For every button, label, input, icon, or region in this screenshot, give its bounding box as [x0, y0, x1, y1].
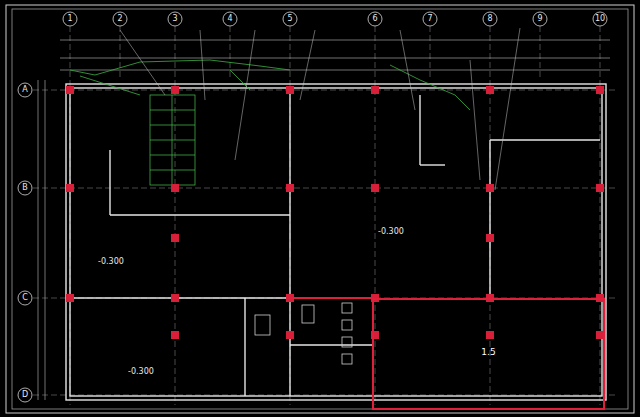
axis-label: 4 [227, 15, 232, 23]
axis-label: A [22, 86, 27, 94]
axis-label: D [22, 391, 28, 399]
axis-label: C [22, 294, 28, 302]
axis-label: 5 [287, 15, 292, 23]
level-mark: -0.300 [377, 228, 405, 236]
axis-label: B [22, 184, 28, 192]
axis-label: 8 [487, 15, 492, 23]
axis-label: 2 [117, 15, 122, 23]
level-mark: -0.300 [127, 368, 155, 376]
axis-label: 9 [537, 15, 542, 23]
highlighted-room: 1.5 [372, 298, 605, 410]
axis-label: 1 [67, 15, 72, 23]
room-label: 1.5 [481, 348, 495, 357]
level-mark: -0.300 [97, 258, 125, 266]
axis-label: 7 [427, 15, 432, 23]
axis-label: 3 [172, 15, 177, 23]
axis-label: 10 [595, 15, 605, 23]
axis-label: 6 [372, 15, 377, 23]
